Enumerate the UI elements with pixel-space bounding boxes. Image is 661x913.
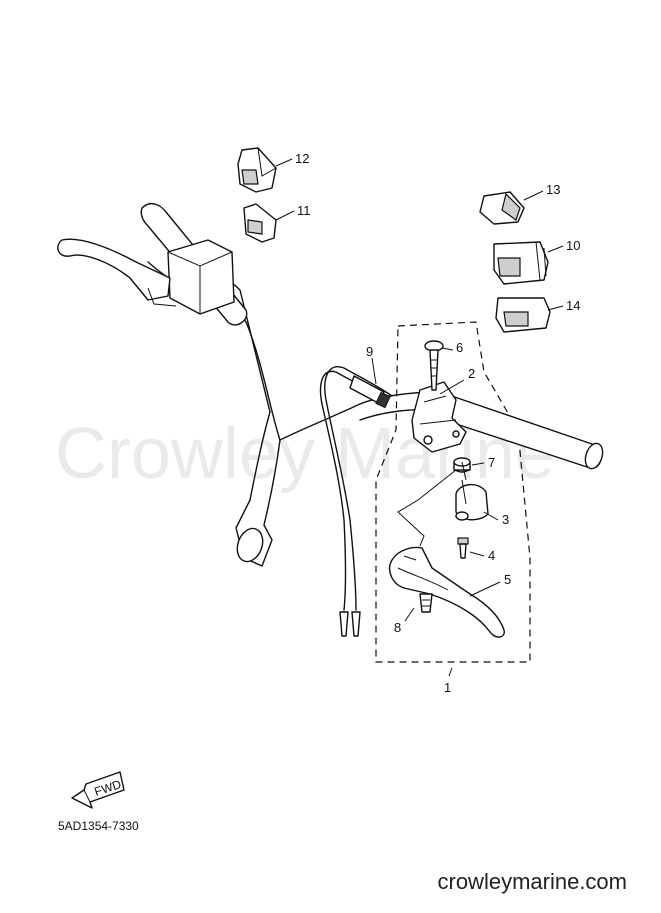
part-2-lever-bracket [411,381,467,453]
callout-12: 12 [295,151,309,166]
part-9-switch-cable [319,366,393,637]
callout-9: 9 [366,344,373,359]
part-5-lever [388,546,505,638]
callout-7: 7 [488,455,495,470]
callout-3: 3 [502,512,509,527]
leader-lines [275,158,564,677]
callout-5: 5 [504,572,511,587]
assembly-boundary [375,321,531,663]
handlebar [57,202,361,567]
part-12-switch-cover [237,147,277,193]
callout-4: 4 [488,548,495,563]
part-11-switch-cover [243,203,277,243]
part-7-nut [453,457,471,473]
part-14-switch-cover [495,297,551,333]
part-8-screw [419,593,433,613]
part-13-switch-cover [479,191,525,225]
callout-11: 11 [297,203,311,218]
part-6-bolt [424,340,444,391]
callout-labels: 1 2 3 4 5 6 7 8 9 10 11 12 13 14 [295,151,580,695]
callout-2: 2 [468,366,475,381]
callout-14: 14 [566,298,580,313]
part-4-screw [457,537,469,559]
callout-1: 1 [444,680,451,695]
fwd-arrow-icon: FWD [71,771,125,809]
website-footer: crowleymarine.com [437,869,628,894]
part-code: 5AD1354-7330 [58,819,139,833]
callout-6: 6 [456,340,463,355]
part-10-switch-cover [493,241,549,285]
callout-8: 8 [394,620,401,635]
callout-13: 13 [546,182,560,197]
callout-10: 10 [566,238,580,253]
